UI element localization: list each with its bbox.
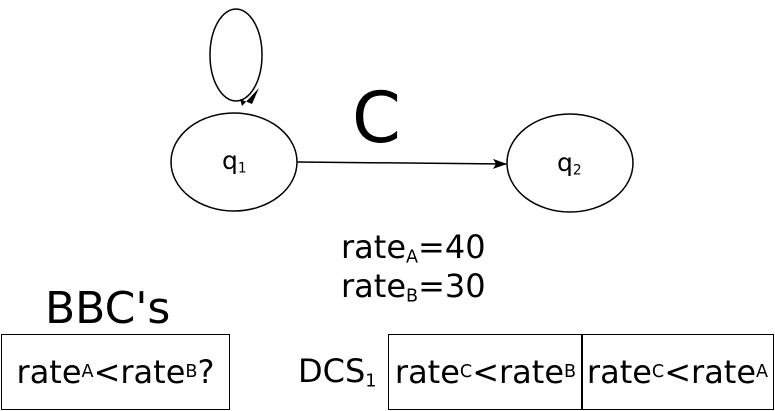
- dcs-label: DCS1: [298, 352, 377, 390]
- dcs-label-sub: 1: [365, 371, 377, 392]
- dcs-cell2-rate2: rate: [691, 353, 757, 391]
- state-q2-sub: 2: [572, 162, 582, 179]
- bbc-cond-suffix: ?: [197, 353, 215, 391]
- state-q2-base: q: [557, 148, 573, 177]
- dcs-label-base: DCS: [298, 352, 366, 390]
- state-q1-base: q: [222, 146, 238, 175]
- state-q2-label: q2: [557, 148, 582, 179]
- rate-a-line: rateA=40: [341, 228, 486, 266]
- dcs-cell1-rate1: rate: [394, 353, 460, 391]
- bbc-cond-rate1: rate: [16, 353, 82, 391]
- bbc-cond-rate2: rate: [120, 353, 186, 391]
- dcs-cell1-op: <: [472, 353, 500, 391]
- dcs-cell1-rate2: rate: [499, 353, 565, 391]
- dcs-cell2-op: <: [664, 353, 692, 391]
- state-q1-sub: 1: [237, 160, 247, 177]
- transition-label: C: [352, 77, 401, 159]
- bbc-title: BBC's: [45, 283, 171, 334]
- self-loop-arrow: [209, 8, 263, 102]
- state-q1-label: q1: [222, 146, 247, 177]
- rate-b-line: rateB=30: [341, 267, 486, 305]
- transition-arrow: [296, 158, 507, 169]
- self-loop-arrowhead: [240, 88, 259, 106]
- rate-a-base: rate: [341, 228, 406, 266]
- state-q2-circle: [506, 113, 634, 213]
- rate-a-sub: A: [406, 247, 419, 268]
- rate-b-sub: B: [406, 286, 419, 307]
- rate-b-base: rate: [341, 267, 406, 305]
- dcs-cell2-rate1: rate: [586, 353, 652, 391]
- bbc-cond-op: <: [93, 353, 121, 391]
- rate-a-value: =40: [418, 228, 486, 266]
- rate-b-value: =30: [418, 267, 486, 305]
